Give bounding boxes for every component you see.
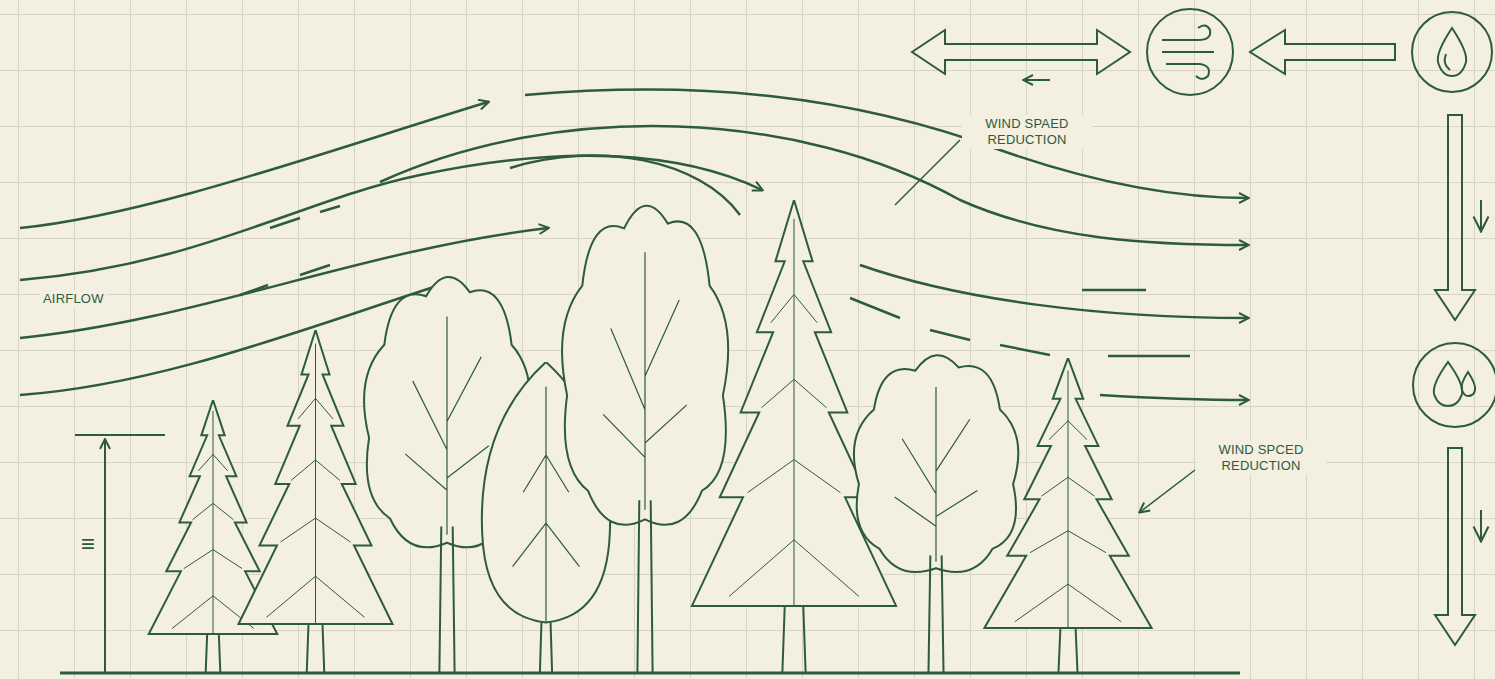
airflow-label: AIRFLOW xyxy=(40,290,107,308)
height-indicator xyxy=(75,435,165,672)
process-icons xyxy=(912,9,1495,645)
ground-line xyxy=(60,672,1240,675)
callout-label: WIND SPCED REDUCTION xyxy=(1196,441,1326,475)
callout-label: WIND SPAED REDUCTION xyxy=(962,115,1092,149)
trees xyxy=(149,200,1152,672)
symbol-label: ≡ xyxy=(78,528,98,559)
